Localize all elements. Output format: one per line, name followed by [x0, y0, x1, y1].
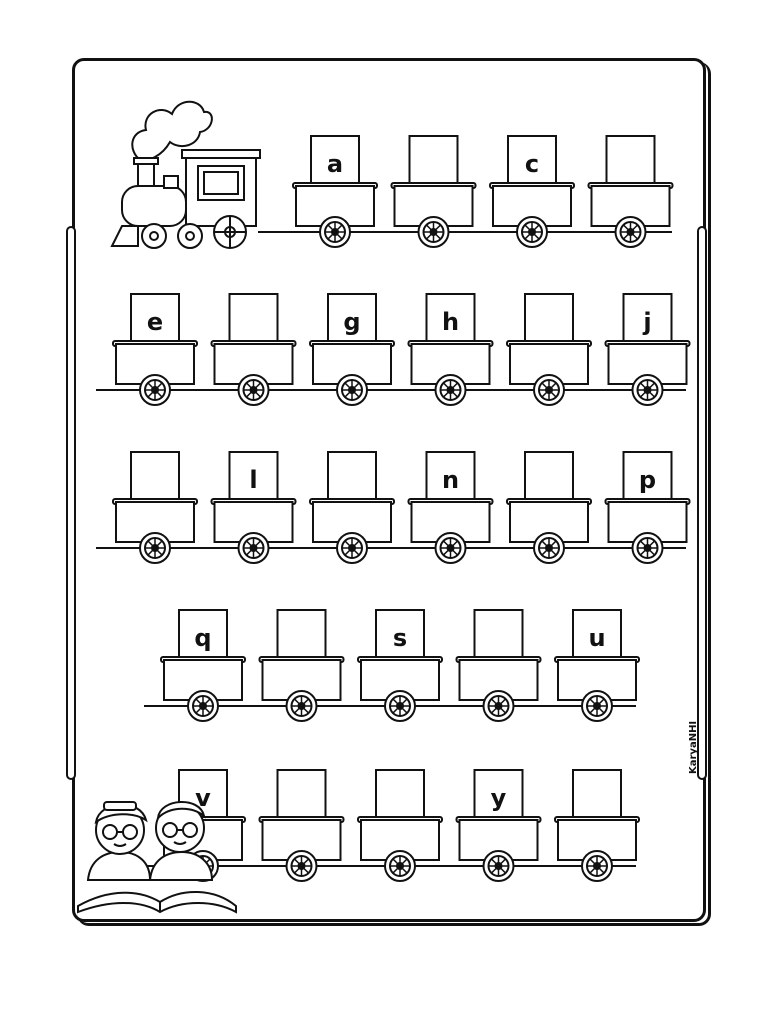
car-letter: p [639, 466, 656, 494]
car-letter: q [194, 624, 211, 652]
car-letter: n [442, 466, 459, 494]
letter-box [228, 451, 279, 505]
car-letter: j [642, 308, 651, 336]
blank-letter-box[interactable] [375, 769, 425, 823]
train-car: n [407, 451, 494, 564]
frame-shadow [77, 62, 711, 926]
letter-box [327, 293, 377, 347]
blank-letter-box[interactable] [228, 293, 279, 347]
letter-box [622, 451, 673, 505]
train-car [210, 293, 297, 406]
letter-box [572, 609, 622, 663]
steam-locomotive-icon [110, 100, 296, 249]
left-binding-tab [66, 226, 76, 780]
children-reading-book-illustration [77, 801, 237, 914]
train-car: j [604, 293, 691, 406]
car-letter: g [343, 308, 360, 336]
blank-letter-box[interactable] [473, 609, 524, 663]
blank-letter-box[interactable] [130, 451, 180, 505]
blank-letter-box[interactable] [572, 769, 622, 823]
letter-box [507, 135, 557, 189]
blank-letter-box[interactable] [327, 451, 377, 505]
train-car: u [554, 609, 640, 722]
car-letter: u [588, 624, 605, 652]
train-car: h [407, 293, 494, 406]
blank-letter-box[interactable] [524, 451, 574, 505]
blank-letter-box[interactable] [276, 609, 327, 663]
train-car [506, 293, 592, 406]
train-car [455, 609, 542, 722]
watermark-text: KaryaNHI [688, 721, 699, 774]
blank-letter-box[interactable] [605, 135, 656, 189]
car-letter: v [195, 784, 211, 812]
train-car [587, 135, 674, 248]
blank-letter-box[interactable] [408, 135, 459, 189]
train-car [554, 769, 640, 882]
car-letter: e [147, 308, 163, 336]
train-car: l [210, 451, 297, 564]
train-car [112, 451, 198, 564]
car-letter: l [249, 466, 257, 494]
train-car: p [604, 451, 691, 564]
blank-letter-box[interactable] [276, 769, 327, 823]
train-car: g [309, 293, 395, 406]
car-letter: h [442, 308, 459, 336]
letter-box [473, 769, 524, 823]
train-car: q [160, 609, 246, 722]
train-car: s [357, 609, 443, 722]
train-car: y [455, 769, 542, 882]
car-letter: s [393, 624, 407, 652]
letter-box [622, 293, 673, 347]
car-letter: y [491, 784, 507, 812]
train-car [258, 769, 345, 882]
train-car: c [489, 135, 575, 248]
car-letter: c [525, 150, 539, 178]
letter-box [375, 609, 425, 663]
car-body [607, 501, 688, 543]
car-body [607, 343, 688, 385]
car-letter: a [327, 150, 343, 178]
train-car [258, 609, 345, 722]
train-car: a [292, 135, 378, 248]
train-car [309, 451, 395, 564]
train-car [357, 769, 443, 882]
letter-box [310, 135, 360, 189]
train-car [506, 451, 592, 564]
blank-letter-box[interactable] [524, 293, 574, 347]
train-car: e [112, 293, 198, 406]
right-binding-tab [697, 226, 707, 780]
train-car [390, 135, 477, 248]
